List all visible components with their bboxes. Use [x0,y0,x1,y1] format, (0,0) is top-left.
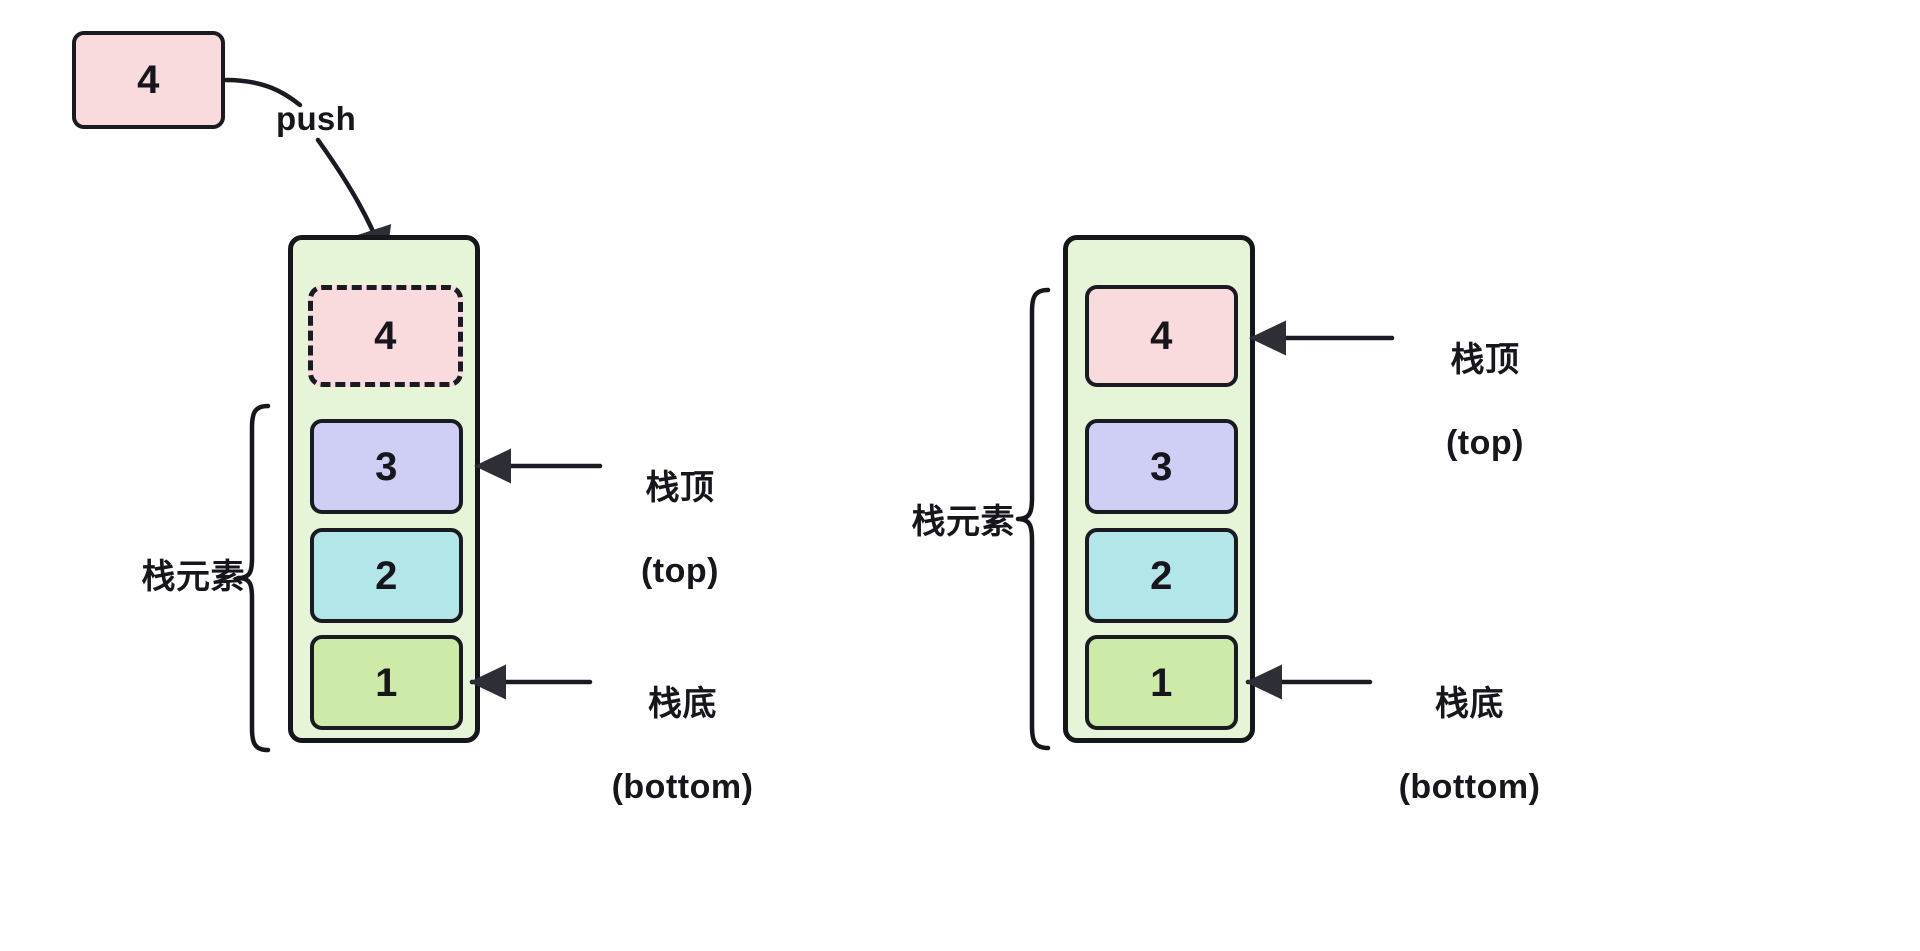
incoming-element-box: 4 [72,31,225,129]
right-stack-top-label-line1: 栈顶 [1450,341,1520,380]
right-stack-bottom-label-line2: (bottom) [1398,768,1541,807]
right-stack-top-label: 栈顶 (top) [1390,299,1580,506]
right-stack-item-3-value: 3 [1150,444,1173,489]
left-stack-top-label: 栈顶 (top) [585,427,775,634]
left-stack-bottom-label: 栈底 (bottom) [575,643,790,850]
push-operation-label: push [276,100,357,137]
left-stack-bottom-label-line1: 栈底 [648,685,717,724]
right-stack-item-4-value: 4 [1150,314,1173,358]
right-stack-bottom-label-line1: 栈底 [1435,685,1504,724]
right-stack-elements-brace [1015,287,1051,751]
right-stack-bottom-label: 栈底 (bottom) [1362,643,1577,850]
right-stack-top-label-line2: (top) [1445,424,1524,463]
right-stack-item-1: 1 [1085,635,1238,730]
left-stack-elements-brace [235,403,271,753]
left-stack-item-2: 2 [310,528,463,623]
right-stack-item-2-value: 2 [1150,553,1173,598]
left-stack-item-2-value: 2 [375,553,398,598]
right-stack-elements-label: 栈元素 [911,503,1015,541]
left-stack-item-3-value: 3 [375,444,398,489]
right-stack-item-1-value: 1 [1150,660,1173,705]
left-stack-item-3: 3 [310,419,463,514]
right-stack-item-2: 2 [1085,528,1238,623]
right-stack-item-4: 4 [1085,285,1238,387]
left-stack-pending-slot: 4 [308,285,463,387]
left-stack-top-label-line1: 栈顶 [645,469,715,508]
push-arrow-segment-1 [223,77,303,108]
left-stack-item-1: 1 [310,635,463,730]
left-stack-elements-label: 栈元素 [141,558,245,596]
left-stack-bottom-label-line2: (bottom) [611,768,754,807]
incoming-element-value: 4 [137,58,160,102]
left-stack-top-label-line2: (top) [640,552,719,591]
left-stack-item-1-value: 1 [375,660,398,705]
left-stack-pending-value: 4 [374,314,397,358]
right-stack-item-3: 3 [1085,419,1238,514]
